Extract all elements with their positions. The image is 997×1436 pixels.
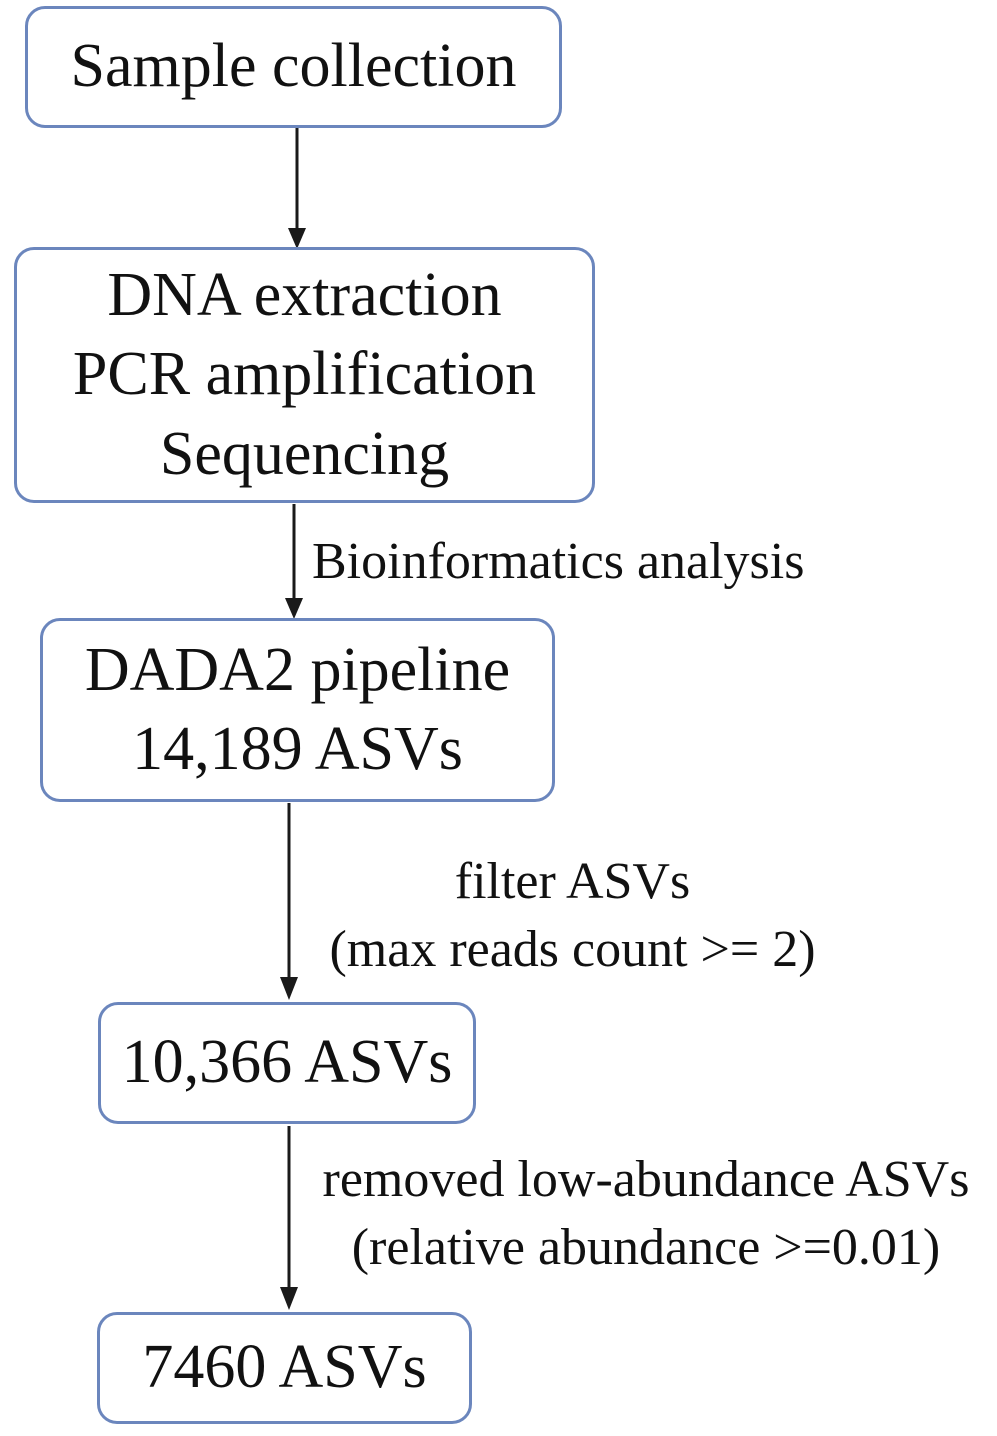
flow-box-filtered-asvs-text: 10,366 ASVs (121, 1028, 453, 1097)
flow-box-sample-collection: Sample collection (25, 6, 562, 128)
arrow-lab-to-dada2 (285, 504, 303, 619)
arrow-label-bioinformatics-line1: Bioinformatics analysis (312, 533, 805, 590)
flow-box-dada2-line2: 14,189 ASVs (132, 715, 463, 783)
flow-box-final-asvs: 7460 ASVs (97, 1312, 472, 1424)
flow-box-lab-processing: DNA extraction PCR amplification Sequenc… (14, 247, 595, 503)
arrow-label-filter-line1: filter ASVs (454, 853, 691, 910)
flow-box-sample-collection-text: Sample collection (70, 32, 517, 101)
flow-box-lab-processing-line1: DNA extraction (107, 260, 502, 329)
arrow-label-abundance-line1: removed low-abundance ASVs (322, 1151, 970, 1208)
flow-box-dada2: DADA2 pipeline 14,189 ASVs (40, 618, 555, 802)
arrow-sample-to-lab (288, 128, 306, 249)
arrow-label-abundance: removed low-abundance ASVs (relative abu… (295, 1146, 997, 1281)
flow-box-filtered-asvs: 10,366 ASVs (98, 1002, 476, 1124)
flow-box-lab-processing-line2: PCR amplification (72, 340, 537, 409)
arrow-label-filter: filter ASVs (max reads count >= 2) (300, 848, 845, 983)
arrow-label-filter-line2: (max reads count >= 2) (329, 920, 816, 978)
flow-box-dada2-line1: DADA2 pipeline (84, 635, 511, 704)
arrow-label-abundance-line2: (relative abundance >=0.01) (351, 1218, 941, 1276)
arrow-label-bioinformatics: Bioinformatics analysis (312, 528, 804, 596)
flow-box-final-asvs-text: 7460 ASVs (142, 1333, 427, 1402)
arrow-dada2-to-filtered (280, 803, 298, 1000)
flow-box-lab-processing-line3: Sequencing (159, 419, 450, 488)
